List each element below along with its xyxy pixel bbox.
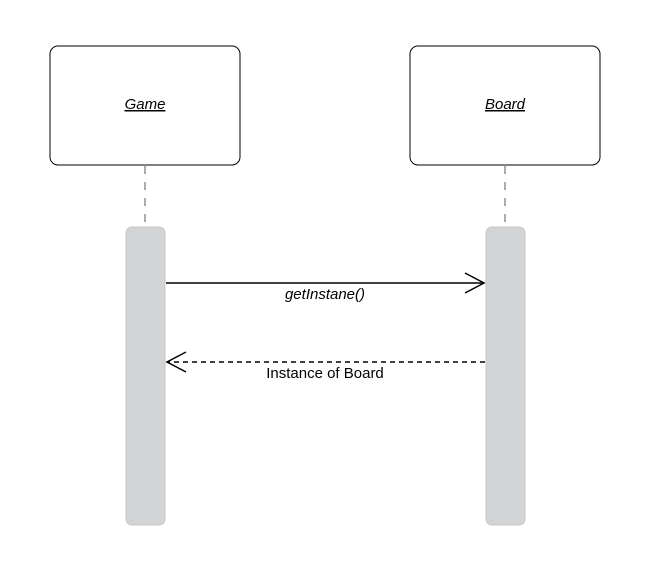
activation-bar-board — [485, 226, 526, 526]
arrowhead-icon — [464, 272, 486, 294]
arrowhead-icon — [165, 351, 187, 373]
participant-box — [49, 45, 241, 166]
message-label: Instance of Board — [266, 365, 384, 382]
message-label: getInstane() — [285, 286, 365, 303]
message-instance-return[interactable]: Instance of Board — [165, 351, 485, 382]
participant-game-label: Game — [125, 96, 166, 113]
message-get-instance[interactable]: getInstane() — [166, 272, 486, 303]
activation-bar-game — [125, 226, 166, 526]
participant-game[interactable]: Game — [49, 45, 241, 166]
participant-board-label: Board — [485, 96, 526, 113]
participant-board[interactable]: Board — [409, 45, 601, 166]
participant-box — [409, 45, 601, 166]
